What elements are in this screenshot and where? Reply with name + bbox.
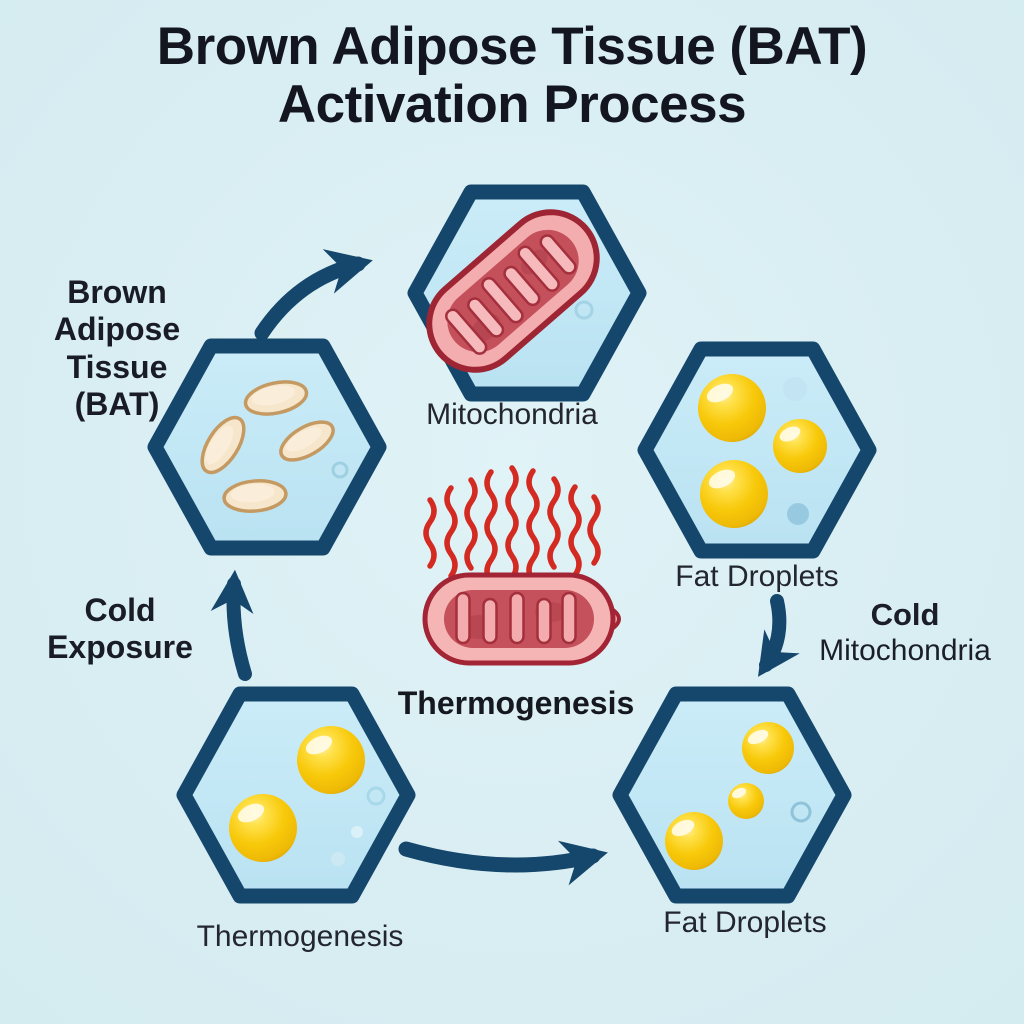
curved-arrow-bat-to-mitochondria xyxy=(254,249,373,341)
mitochondria-icon xyxy=(426,209,600,373)
fat-droplet-icon xyxy=(728,783,764,819)
thermogenesis-droplets-group xyxy=(229,726,386,866)
bubble-icon xyxy=(331,461,349,479)
arrow-down-cold-mitochondria xyxy=(757,594,800,677)
page-title-line1: Brown Adipose Tissue (BAT) xyxy=(156,17,868,76)
fat-droplet-icon xyxy=(665,812,723,870)
curved-arrow-thermogenesis-to-fat xyxy=(398,840,608,886)
fat-droplet-icon xyxy=(698,374,766,442)
bat-label-line1: Brown xyxy=(67,274,167,310)
bubble-icon xyxy=(787,503,809,525)
cold-mitochondria-line1: Cold xyxy=(870,597,940,632)
mitochondria-node-label: Mitochondria xyxy=(426,398,598,431)
cold-exposure-line2: Exposure xyxy=(47,629,193,666)
fat-droplet-icon xyxy=(742,722,794,774)
adipocyte-oval-icon xyxy=(243,380,309,416)
bubble-icon xyxy=(331,852,345,866)
cold-exposure-line1: Cold xyxy=(84,592,156,628)
thermogenesis-hexagon xyxy=(176,686,416,904)
bat-cell-hexagon xyxy=(147,338,387,556)
fat-droplet-icon xyxy=(700,460,768,528)
adipocyte-ovals-group xyxy=(200,380,349,513)
adipocyte-oval-icon xyxy=(279,420,335,462)
fat-droplet-icon xyxy=(229,794,297,862)
cold-mitochondria-line2: Mitochondria xyxy=(819,634,991,668)
page-title-line2: Activation Process xyxy=(277,75,747,135)
bubble-icon xyxy=(790,801,812,823)
bubble-icon xyxy=(783,377,807,401)
bat-label-line2: Adipose xyxy=(53,311,181,348)
thermogenesis-center-label: Thermogenesis xyxy=(397,685,635,721)
fat-droplets-hexagon-right xyxy=(637,341,877,559)
page-title: Brown Adipose Tissue (BAT) Activation Pr… xyxy=(0,17,1024,135)
bubble-icon xyxy=(574,300,594,320)
bat-node-label: Brown Adipose Tissue (BAT) xyxy=(32,274,202,424)
adipocyte-oval-icon xyxy=(222,479,288,513)
fat-droplets-right-label: Fat Droplets xyxy=(675,560,839,593)
fat-droplet-icon xyxy=(297,726,365,794)
bubble-icon xyxy=(351,826,363,838)
adipocyte-oval-icon xyxy=(200,415,246,475)
bubble-icon xyxy=(366,786,386,806)
arrow-up-cold-exposure xyxy=(210,569,254,681)
bat-label-line3: Tissue xyxy=(66,348,168,385)
fat-droplets-bottom-group xyxy=(665,722,812,870)
bat-label-line4: (BAT) xyxy=(74,386,160,423)
heat-waves-icon xyxy=(423,465,601,585)
fat-droplet-icon xyxy=(773,419,827,473)
heated-mitochondria-icon xyxy=(422,572,621,666)
fat-droplets-right-group xyxy=(698,374,827,528)
cold-mitochondria-label: Cold Mitochondria xyxy=(770,596,1024,669)
fat-droplets-bottom-label: Fat Droplets xyxy=(663,906,827,939)
thermogenesis-bottom-label: Thermogenesis xyxy=(196,920,404,953)
cold-exposure-label: Cold Exposure xyxy=(20,592,220,667)
